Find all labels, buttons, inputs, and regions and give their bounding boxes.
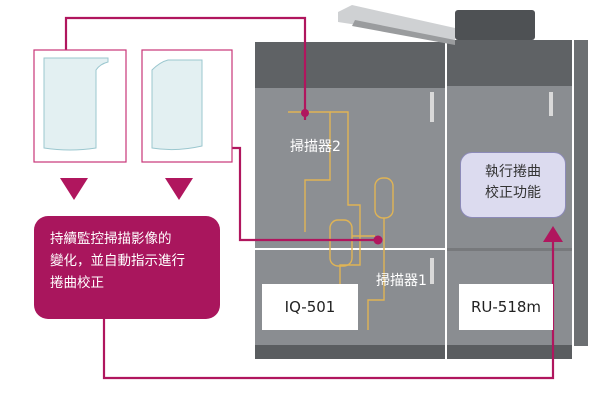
monitoring-callout: 持續監控掃描影像的 變化，並自動指示進行 捲曲校正: [34, 216, 220, 319]
paper-panel-2: [141, 49, 233, 163]
connector-scanner2-top: [64, 16, 307, 120]
iq501-module: [255, 42, 445, 359]
curled-paper-icon: [43, 57, 109, 151]
ru518m-base: [447, 345, 572, 359]
curl-correction-function-box: 執行捲曲 校正功能: [460, 152, 566, 218]
model-label-ru518m: RU-518m: [459, 284, 553, 330]
scanner1-path: [367, 218, 385, 330]
scanner-paths: [288, 111, 394, 330]
iq501-top-panel: [255, 42, 445, 88]
ru518m-handle: [549, 92, 553, 116]
connector-callout-to-function: [102, 240, 555, 380]
callout-line-3: 捲曲校正: [50, 275, 104, 291]
scanner1-node: [373, 235, 383, 245]
scanner2-path: [288, 111, 331, 232]
scanner2-path-b: [330, 111, 361, 320]
function-line-2: 校正功能: [485, 185, 541, 201]
ru518m-top-panel: [447, 40, 572, 86]
output-tray: [338, 5, 455, 40]
scanner-roller-top: [329, 219, 353, 267]
scanner1-label: 掃描器1: [376, 273, 427, 289]
iq501-base: [255, 345, 445, 359]
up-arrow-icon: [543, 226, 563, 242]
model-label-iq501: IQ-501: [262, 284, 358, 330]
output-tray-shadow: [352, 20, 455, 45]
curled-paper-icon: [151, 59, 203, 151]
function-line-1: 執行捲曲: [485, 164, 541, 180]
iq501-handle-lower: [430, 258, 434, 284]
ru518m-divider: [447, 248, 572, 251]
callout-line-2: 變化，並自動指示進行: [50, 253, 185, 269]
right-edge-unit: [574, 40, 588, 346]
control-panel: [455, 10, 535, 40]
callout-line-1: 持續監控掃描影像的: [50, 231, 172, 247]
paper-panel-1: [33, 49, 127, 163]
down-arrow-icon: [60, 178, 88, 200]
iq501-body: [255, 88, 445, 248]
scanner2-node: [301, 109, 309, 117]
iq501-handle: [430, 92, 434, 122]
scanner2-label: 掃描器2: [290, 139, 341, 155]
down-arrow-icon: [165, 178, 193, 200]
